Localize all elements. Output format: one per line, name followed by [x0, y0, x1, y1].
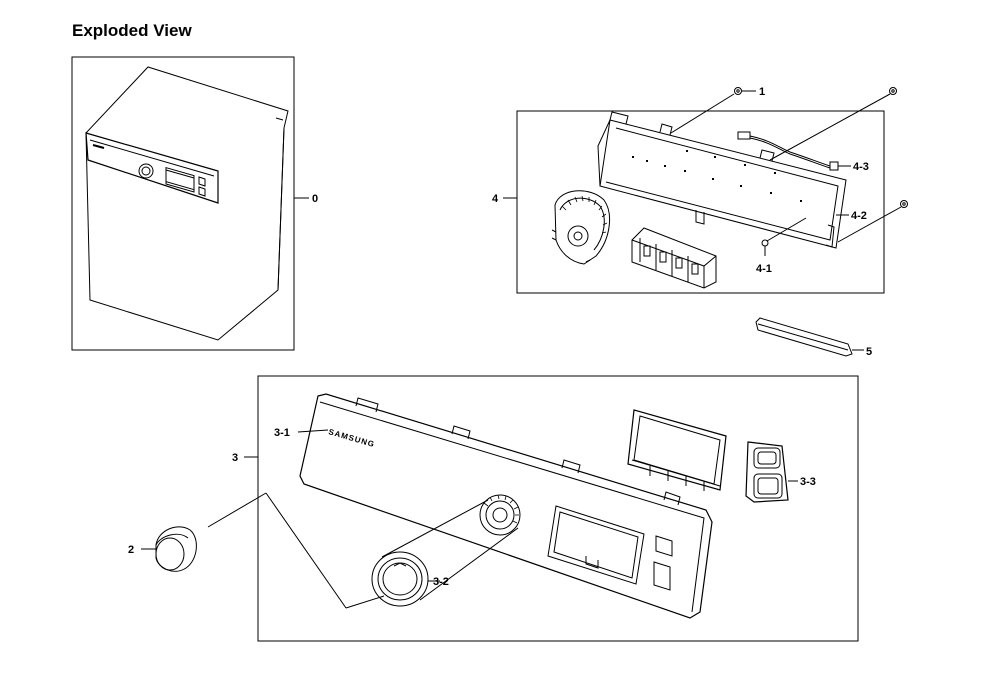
explode-line-knob-mid: [265, 492, 347, 609]
leader-line-1b: [670, 93, 735, 134]
callout-3-2: 3-2: [433, 576, 449, 588]
leader-line-screw-top: [769, 93, 891, 161]
brand-logo-text: SAMSUNG: [327, 427, 376, 449]
callout-1: 1: [759, 86, 765, 98]
callout-4: 4: [492, 193, 499, 205]
screw-top-right[interactable]: [889, 87, 897, 95]
rotary-encoder[interactable]: [551, 190, 610, 265]
screw-1[interactable]: [734, 87, 742, 95]
pcb-bracket[interactable]: [597, 111, 847, 249]
screw-right[interactable]: [900, 200, 908, 208]
assembly-frame: [71, 56, 295, 351]
callout-5: 5: [866, 346, 872, 358]
callout-3: 3: [232, 452, 238, 464]
front-control-panel[interactable]: [299, 393, 713, 619]
callout-3-3: 3-3: [800, 476, 816, 488]
control-panel-frame: [257, 375, 859, 642]
trim-strip[interactable]: [755, 317, 853, 357]
control-panel-assembly[interactable]: [85, 66, 289, 341]
screw-4-1[interactable]: [761, 239, 769, 256]
callout-0: 0: [312, 193, 318, 205]
explode-line-ring-bottom: [419, 527, 519, 601]
knob-ring[interactable]: [371, 551, 429, 607]
leader-line-3-1: [297, 429, 329, 433]
callout-3-1: 3-1: [274, 427, 290, 439]
explode-line-knob-top: [207, 492, 267, 528]
callout-4-1: 4-1: [756, 263, 772, 275]
display-window[interactable]: [627, 409, 727, 491]
pcb-assembly-frame: [516, 110, 885, 294]
button-holder[interactable]: [631, 227, 717, 289]
explode-line-knob-bottom: [345, 595, 385, 609]
control-knob[interactable]: [155, 526, 197, 572]
callout-4-2: 4-2: [851, 210, 867, 222]
callout-2: 2: [128, 544, 134, 556]
leader-line-screw-right: [837, 206, 902, 243]
leader-line-4-1: [766, 217, 807, 242]
button-assembly-3-3[interactable]: [745, 441, 789, 503]
callout-4-3: 4-3: [853, 161, 869, 173]
explode-line-ring-top: [381, 499, 489, 558]
page-title: Exploded View: [72, 21, 192, 40]
